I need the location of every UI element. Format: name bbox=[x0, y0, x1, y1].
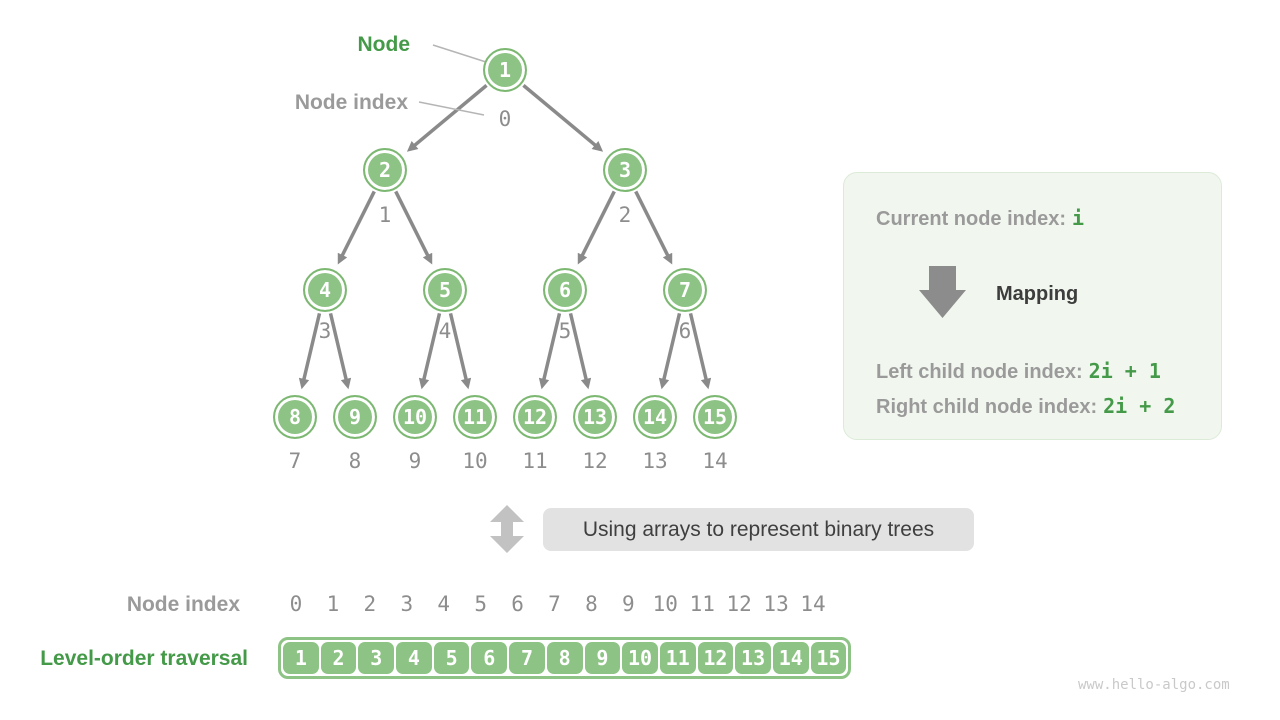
array-index-value: 5 bbox=[474, 592, 487, 616]
mapping-label: Mapping bbox=[996, 283, 1079, 305]
array-index-value: 11 bbox=[689, 592, 715, 616]
tree-node: 6 bbox=[543, 268, 587, 312]
tree-edge bbox=[522, 84, 604, 152]
tree-edge bbox=[448, 312, 472, 390]
node-index-value: 12 bbox=[582, 449, 608, 473]
array-cell: 15 bbox=[810, 642, 847, 674]
current-node-index-code: i bbox=[1072, 206, 1085, 230]
tree-edge bbox=[328, 312, 352, 390]
array-index-value: 0 bbox=[289, 592, 303, 616]
banner-caption: Using arrays to represent binary trees bbox=[543, 508, 974, 551]
tree-node: 11 bbox=[453, 395, 497, 439]
node-index-value: 2 bbox=[618, 203, 632, 227]
node-index-value: 6 bbox=[678, 319, 692, 343]
tree-node: 5 bbox=[423, 268, 467, 312]
array-cell: 9 bbox=[584, 642, 621, 674]
mapping-panel: Current node index:i Mapping Left child … bbox=[843, 172, 1222, 440]
tree-node: 8 bbox=[273, 395, 317, 439]
left-child-index-code: 2i + 1 bbox=[1088, 359, 1161, 383]
array-index-value: 6 bbox=[511, 592, 524, 616]
array-index-value: 3 bbox=[400, 592, 414, 616]
array-cell: 2 bbox=[320, 642, 357, 674]
node-index-value: 0 bbox=[498, 107, 512, 131]
node-index-value: 10 bbox=[462, 449, 488, 473]
tree-node: 13 bbox=[573, 395, 617, 439]
node-index-value: 4 bbox=[438, 319, 452, 343]
array-index-value: 12 bbox=[726, 592, 752, 616]
node-index-value: 14 bbox=[702, 449, 728, 473]
level-order-traversal-label: Level-order traversal bbox=[40, 647, 248, 670]
array-index-value: 10 bbox=[652, 592, 678, 616]
callout-pointer-line bbox=[432, 44, 487, 63]
array-index-value: 1 bbox=[326, 592, 340, 616]
right-child-index-label: Right child node index: bbox=[876, 396, 1098, 418]
current-node-index-line: Current node index:i bbox=[876, 206, 1084, 231]
tree-edge bbox=[634, 190, 673, 265]
up-down-arrow-icon bbox=[490, 505, 524, 553]
array-cell: 12 bbox=[697, 642, 734, 674]
callout-pointer-line bbox=[418, 101, 485, 116]
array-index-value: 13 bbox=[763, 592, 789, 616]
tree-edge bbox=[538, 312, 562, 390]
tree-node: 12 bbox=[513, 395, 557, 439]
node-index-value: 8 bbox=[348, 449, 362, 473]
left-child-index-label: Left child node index: bbox=[876, 361, 1083, 383]
tree-node: 3 bbox=[603, 148, 647, 192]
array-index-value: 9 bbox=[622, 592, 635, 616]
tree-node: 4 bbox=[303, 268, 347, 312]
array-cell: 8 bbox=[546, 642, 583, 674]
tree-edge bbox=[688, 312, 712, 390]
node-index-value: 7 bbox=[288, 449, 302, 473]
node-index-value: 5 bbox=[558, 319, 572, 343]
array-index-value: 4 bbox=[437, 592, 451, 616]
array-cell: 6 bbox=[471, 642, 508, 674]
current-node-index-label: Current node index: bbox=[876, 208, 1067, 230]
node-index-value: 11 bbox=[522, 449, 548, 473]
tree-node: 1 bbox=[483, 48, 527, 92]
array-index-value: 8 bbox=[585, 592, 598, 616]
node-index-value: 13 bbox=[642, 449, 668, 473]
tree-node: 10 bbox=[393, 395, 437, 439]
node-index-value: 9 bbox=[408, 449, 422, 473]
array-cell: 10 bbox=[622, 642, 658, 674]
array-index-value: 7 bbox=[548, 592, 561, 616]
tree-node: 9 bbox=[333, 395, 377, 439]
array-index-row-label: Node index bbox=[126, 593, 240, 616]
node-index-callout-label: Node index bbox=[294, 91, 408, 114]
array-cell: 4 bbox=[396, 642, 432, 674]
tree-node: 14 bbox=[633, 395, 677, 439]
watermark: www.hello-algo.com bbox=[1078, 677, 1230, 693]
array-cell: 5 bbox=[433, 642, 470, 674]
node-index-value: 3 bbox=[318, 319, 332, 343]
array-cell: 13 bbox=[735, 642, 771, 674]
right-child-index-line: Right child node index:2i + 2 bbox=[876, 394, 1175, 419]
array-cell: 3 bbox=[358, 642, 395, 674]
tree-edge bbox=[298, 312, 322, 390]
down-block-arrow-icon bbox=[919, 266, 966, 318]
tree-node: 15 bbox=[693, 395, 737, 439]
left-child-index-line: Left child node index:2i + 1 bbox=[876, 359, 1161, 384]
tree-edge bbox=[337, 190, 376, 265]
array-cell: 7 bbox=[509, 642, 545, 674]
array-cell: 1 bbox=[283, 642, 319, 674]
tree-node: 2 bbox=[363, 148, 407, 192]
array-cell: 11 bbox=[659, 642, 696, 674]
tree-edge bbox=[658, 312, 682, 390]
node-callout-label: Node bbox=[357, 33, 411, 56]
tree-edge bbox=[406, 84, 488, 152]
array-index-value: 2 bbox=[363, 592, 377, 616]
tree-edge bbox=[418, 312, 442, 390]
right-child-index-code: 2i + 2 bbox=[1103, 394, 1176, 418]
array-index-value: 14 bbox=[800, 592, 826, 616]
tree-node: 7 bbox=[663, 268, 707, 312]
node-index-value: 1 bbox=[378, 203, 392, 227]
tree-edge bbox=[394, 190, 433, 265]
tree-edge bbox=[568, 312, 592, 390]
array-cell: 14 bbox=[772, 642, 809, 674]
tree-edge bbox=[577, 190, 616, 265]
